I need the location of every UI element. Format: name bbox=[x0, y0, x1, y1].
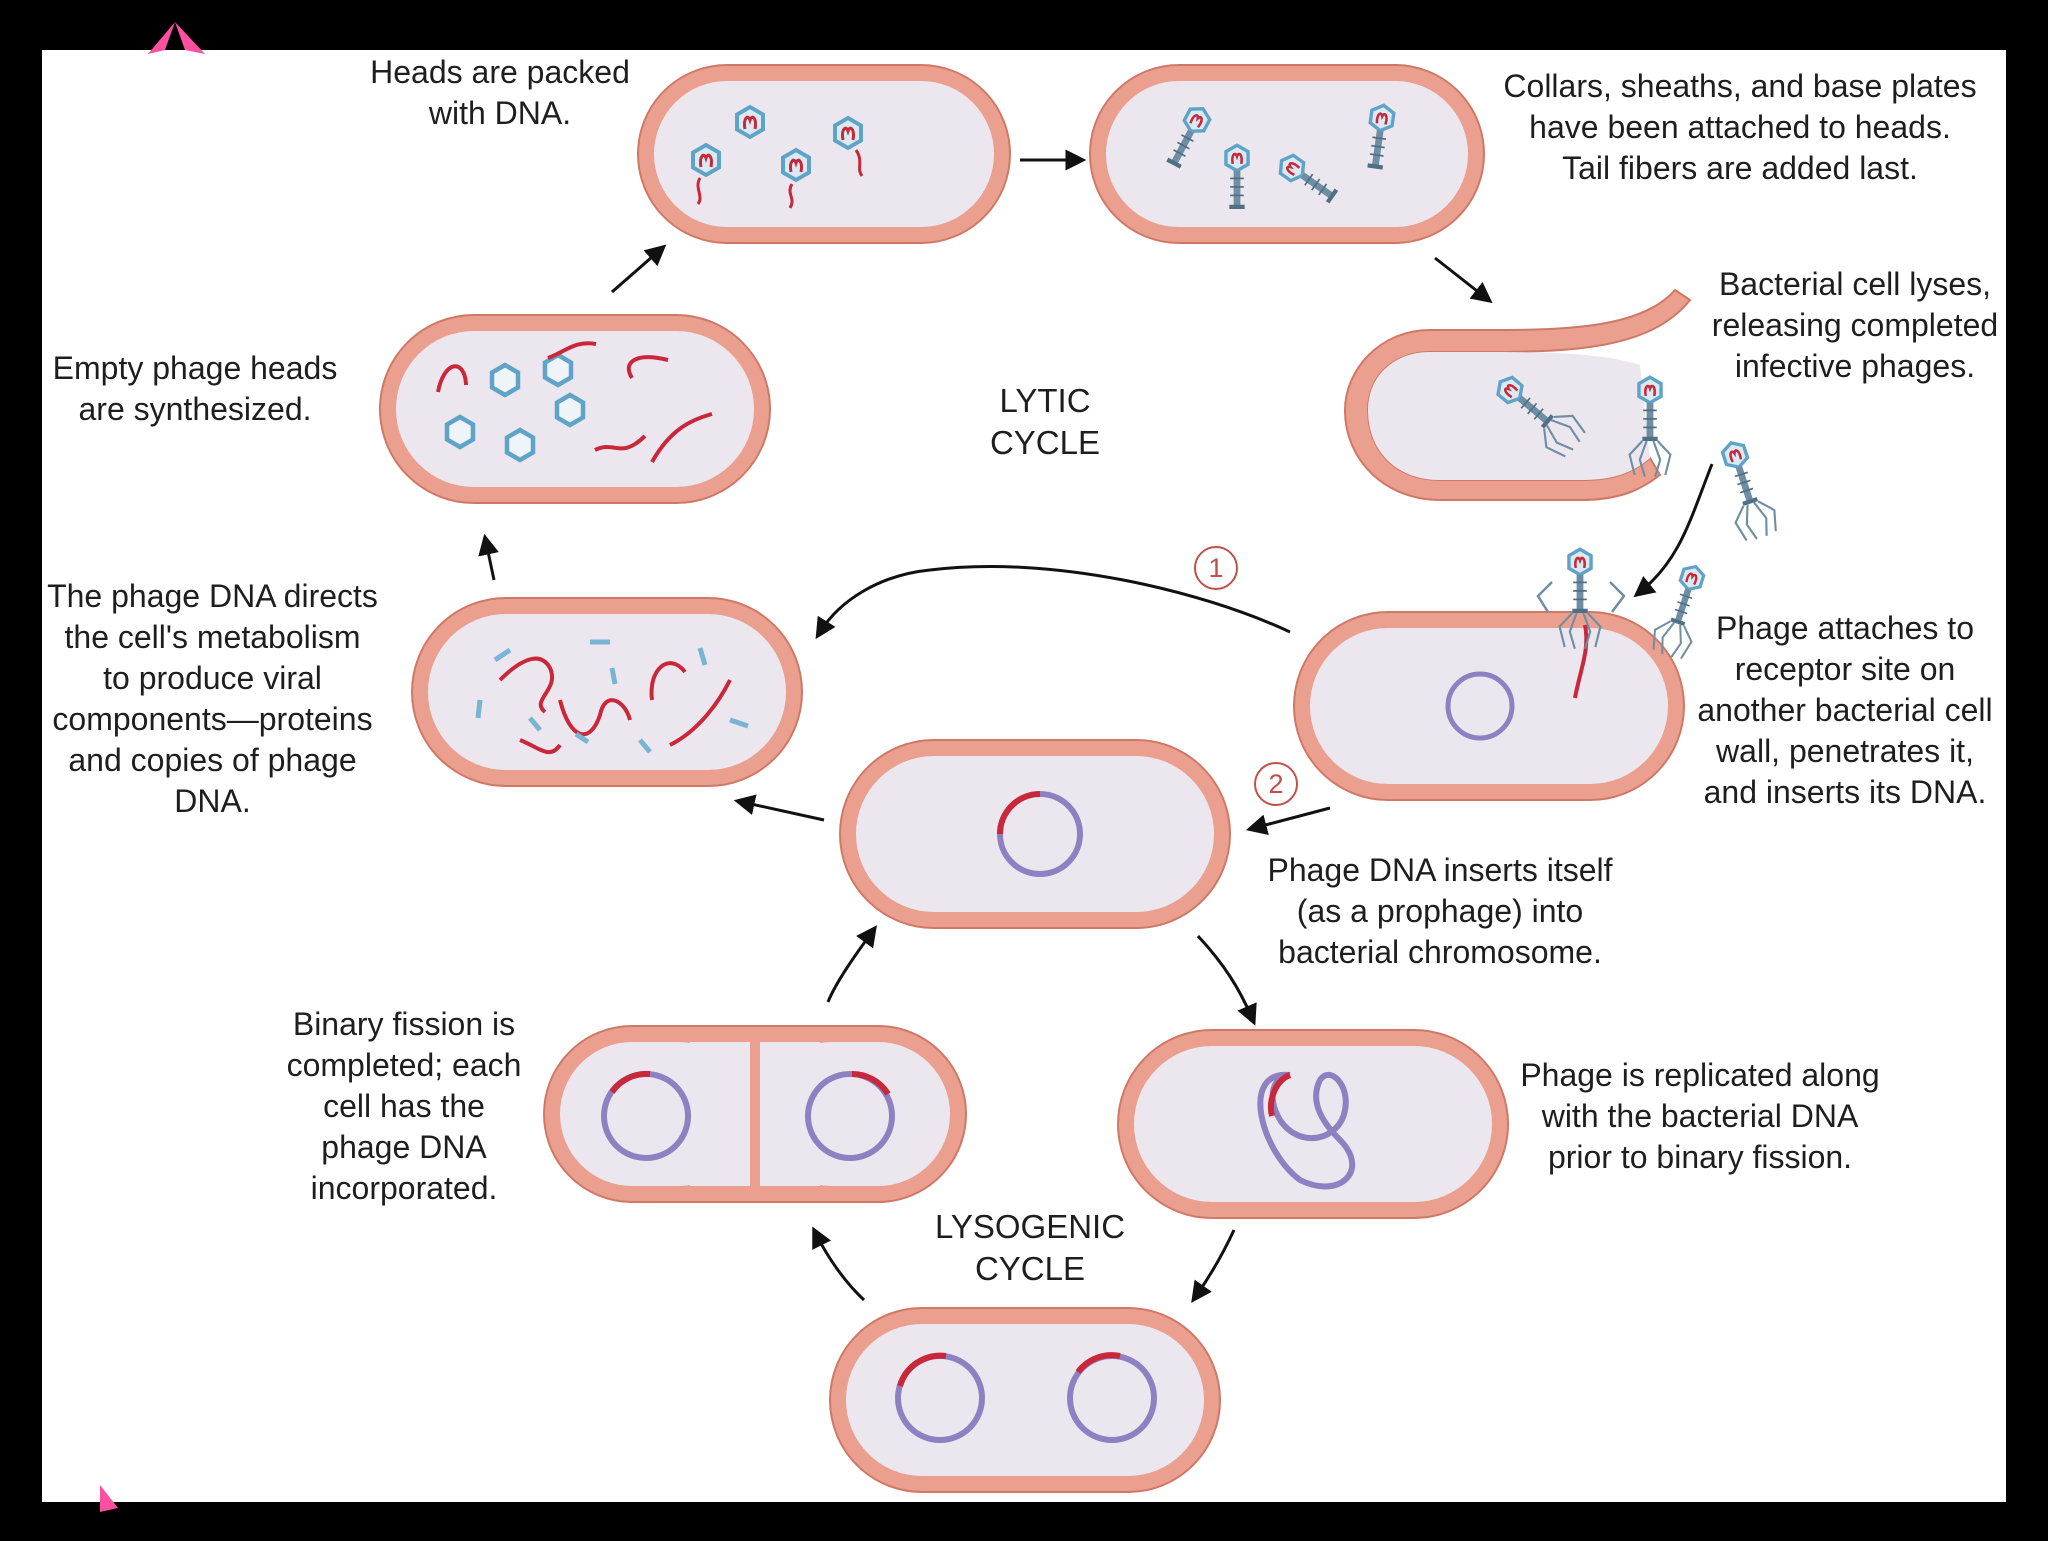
path-number-circle-2 bbox=[1254, 762, 1298, 806]
label-cell-lyses: Bacterial cell lyses, releasing complete… bbox=[1711, 266, 1999, 384]
label-phage-replicated: Phage is replicated along with the bacte… bbox=[1520, 1057, 1880, 1175]
cell-viral-components bbox=[411, 597, 803, 787]
label-empty-heads: Empty phage heads are synthesized. bbox=[52, 350, 338, 427]
phage-head-icon bbox=[492, 365, 518, 395]
cell-phage-attached bbox=[1293, 549, 1714, 801]
phage-head-icon bbox=[691, 143, 721, 177]
label-binary-fission: Binary fission is completed; each cell h… bbox=[286, 1006, 522, 1206]
label-phage-attaches: Phage attaches to receptor site on anoth… bbox=[1697, 610, 1993, 810]
cell-heads-packed bbox=[637, 64, 1011, 244]
label-directs-metabolism: The phage DNA directs the cell's metabol… bbox=[47, 578, 378, 819]
phage-head-icon bbox=[833, 116, 863, 150]
label-collars-attached: Collars, sheaths, and base plates have b… bbox=[1503, 68, 1977, 186]
arrow bbox=[812, 1226, 866, 1302]
corner-mark-icon bbox=[100, 1485, 118, 1512]
path-number-1: 1 bbox=[1208, 553, 1224, 583]
cell-lysed bbox=[1343, 288, 1781, 544]
arrow bbox=[826, 925, 877, 1003]
arrow bbox=[478, 533, 499, 581]
phage-head-icon bbox=[557, 395, 583, 425]
path-number-circle-1 bbox=[1194, 546, 1238, 590]
arrow bbox=[1191, 1229, 1236, 1303]
label-heads-packed: Heads are packed with DNA. bbox=[370, 54, 630, 131]
label-prophage-inserts: Phage DNA inserts itself (as a prophage)… bbox=[1267, 852, 1613, 970]
arrow bbox=[733, 794, 825, 822]
arrow bbox=[815, 564, 1291, 640]
cell-collars-attached bbox=[1089, 64, 1485, 244]
arrow bbox=[611, 244, 667, 294]
arrow bbox=[1633, 463, 1714, 598]
cell-replicated bbox=[1117, 1029, 1509, 1219]
cell-two-chromosomes bbox=[829, 1307, 1221, 1493]
title-lysogenic-cycle: LYSOGENIC CYCLE bbox=[934, 1208, 1126, 1287]
arrow bbox=[1245, 806, 1331, 835]
phage-head-icon bbox=[447, 417, 473, 447]
title-lytic-cycle: LYTIC CYCLE bbox=[989, 382, 1101, 461]
cell-prophage bbox=[839, 739, 1231, 929]
cell-empty-heads bbox=[379, 314, 771, 504]
cell-fission-completed bbox=[543, 1025, 967, 1203]
cycle-arrows bbox=[478, 149, 1714, 1303]
phage-head-icon bbox=[507, 430, 533, 460]
phage-head-icon bbox=[735, 105, 765, 139]
arrow bbox=[1196, 934, 1257, 1026]
corner-mark-icon bbox=[148, 22, 205, 54]
arrow bbox=[1434, 256, 1493, 304]
path-number-2: 2 bbox=[1268, 769, 1284, 799]
phage-head-icon bbox=[781, 148, 811, 182]
